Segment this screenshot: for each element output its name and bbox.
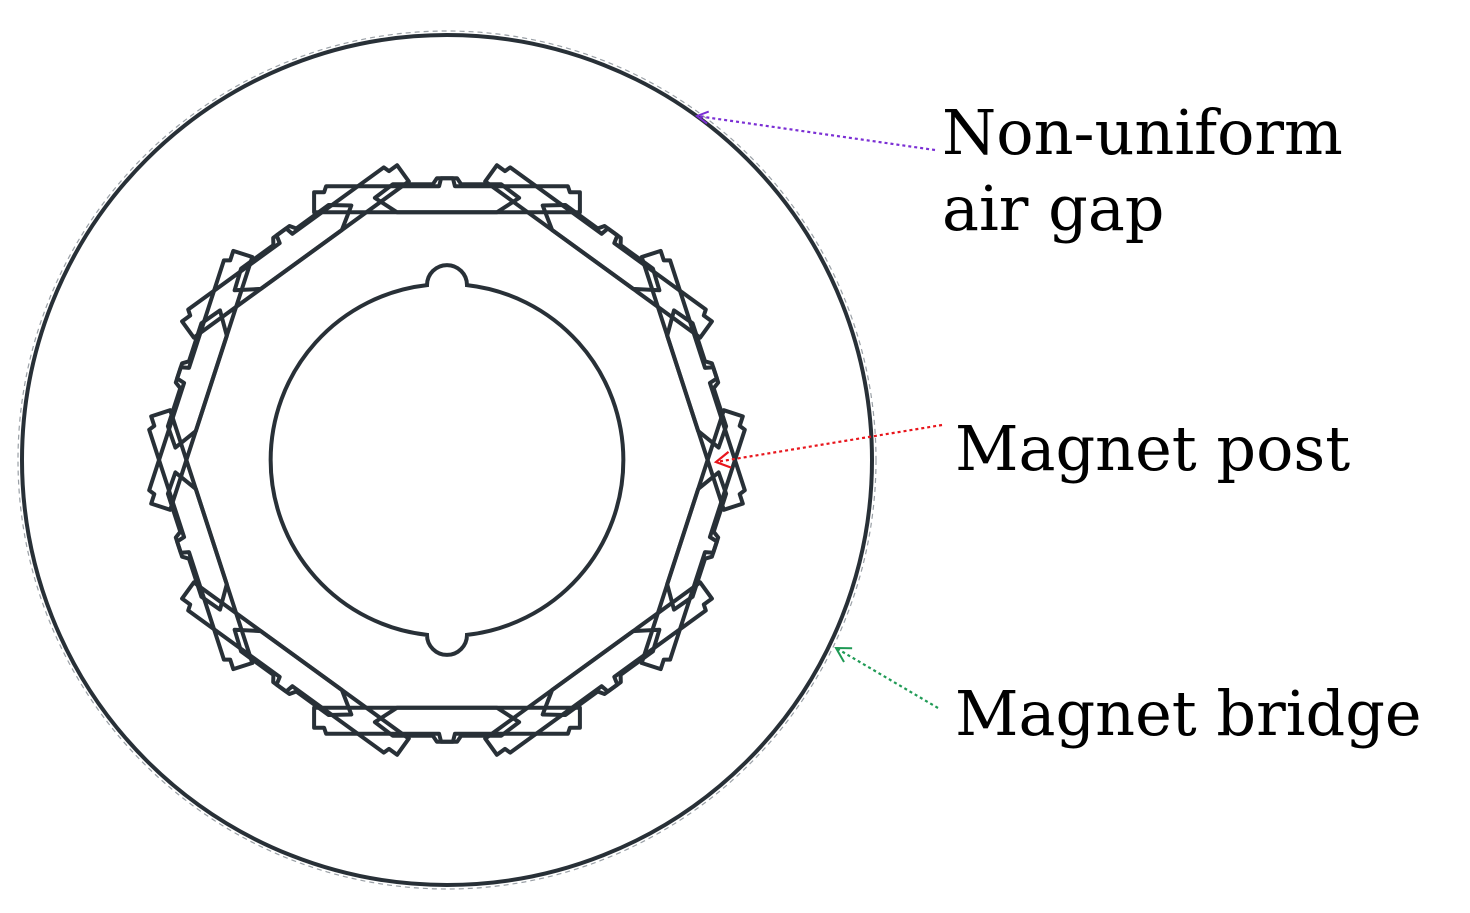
air-gap-label-line2: air gap <box>942 172 1165 245</box>
magnet-slot <box>165 470 255 672</box>
magnet-slot <box>180 203 354 340</box>
magnet-slot <box>147 308 229 512</box>
magnet-slot <box>665 408 747 612</box>
magnet-slot <box>232 163 411 293</box>
magnet-slot <box>483 163 662 293</box>
rotor-outer-edge <box>20 33 874 887</box>
stator-bore-dashed <box>17 30 877 890</box>
air-gap-label-line1: Non-uniform <box>942 96 1343 169</box>
magnet-slot <box>312 176 522 215</box>
magnet-slot <box>372 705 582 744</box>
magnet-slot <box>665 308 747 512</box>
magnet-slot <box>483 627 662 757</box>
magnet-bridge-arrow <box>834 646 939 709</box>
magnet-slots <box>147 163 747 757</box>
magnet-slot <box>147 408 229 612</box>
magnet-post-arrow <box>713 423 943 469</box>
magnet-post-label: Magnet post <box>955 412 1351 485</box>
magnet-slot <box>540 580 714 717</box>
air-gap-arrow <box>697 116 936 152</box>
magnet-bridge-label: Magnet bridge <box>955 677 1422 750</box>
shaft-hole <box>268 263 626 657</box>
magnet-slot <box>232 627 411 757</box>
non-uniform-air-gap-label: Non-uniform air gap <box>942 102 1343 240</box>
